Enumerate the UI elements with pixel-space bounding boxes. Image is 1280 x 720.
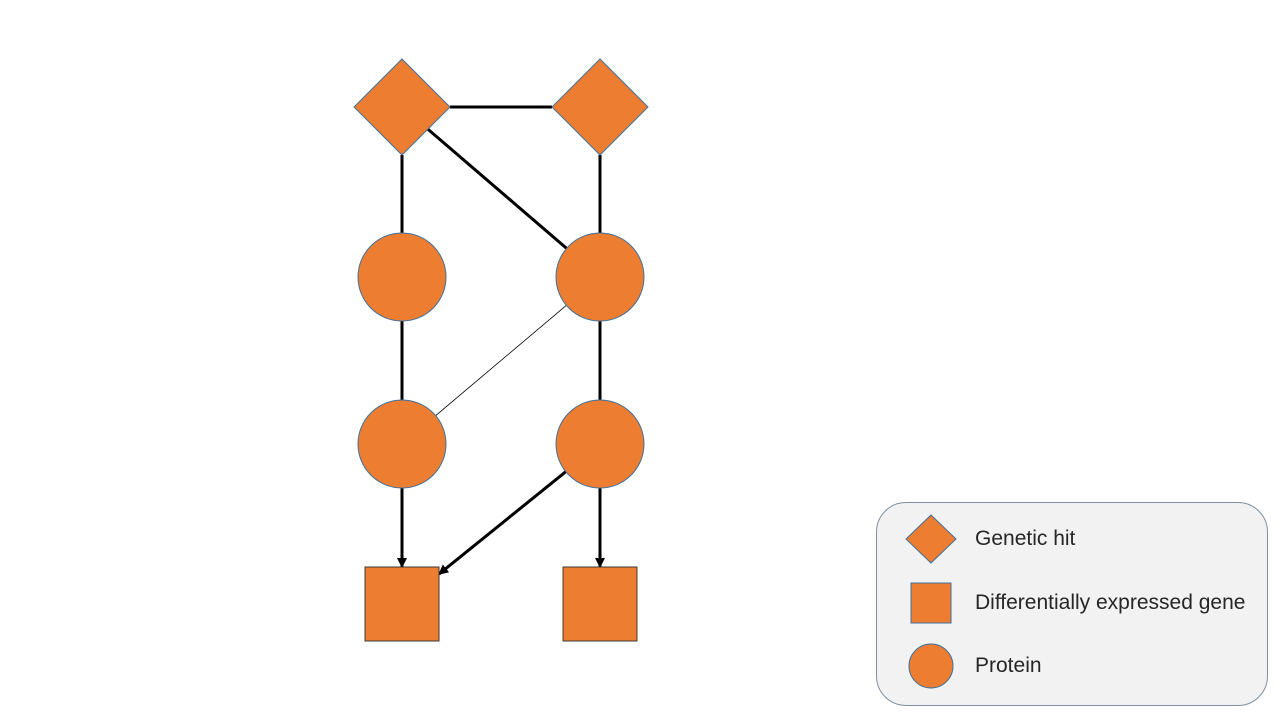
diamond-icon — [905, 514, 957, 564]
legend-label-protein: Protein — [975, 654, 1042, 677]
edge-protein-lower-right-to-deg-left — [438, 470, 567, 576]
legend-label-differentially-expressed-gene: Differentially expressed gene — [975, 591, 1246, 614]
edge-hit-left-to-protein-upper-right — [426, 128, 568, 250]
legend-item-genetic-hit: Genetic hit — [877, 514, 1267, 564]
node-protein-upper-left — [357, 232, 447, 322]
node-protein-upper-right — [555, 232, 645, 322]
node-protein-lower-left — [357, 399, 447, 489]
square-icon — [910, 582, 952, 624]
circle-icon — [908, 643, 954, 689]
node-hit-right — [551, 58, 649, 156]
node-deg-left — [364, 566, 440, 642]
edge-protein-upper-right-to-protein-lower-left — [435, 305, 567, 416]
legend-item-protein: Protein — [877, 641, 1267, 691]
node-deg-right — [562, 566, 638, 642]
node-protein-lower-right — [555, 399, 645, 489]
legend-item-differentially-expressed-gene: Differentially expressed gene — [877, 578, 1267, 628]
edges-layer — [397, 105, 605, 576]
node-hit-left — [353, 58, 451, 156]
legend-label-genetic-hit: Genetic hit — [975, 527, 1076, 550]
nodes-layer — [353, 58, 649, 642]
legend-box: Genetic hit Differentially expressed gen… — [876, 502, 1268, 706]
